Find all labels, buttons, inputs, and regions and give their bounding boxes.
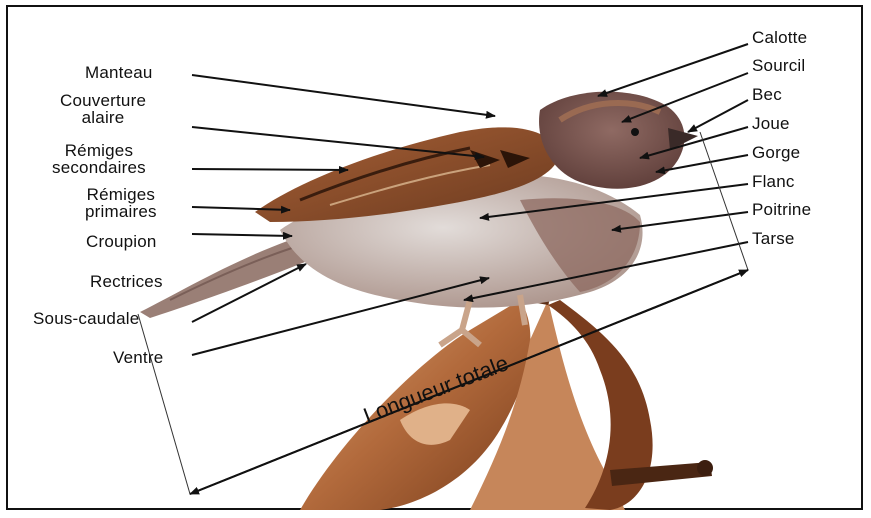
label-remiges-pri-line2: primaires xyxy=(85,203,157,220)
label-couverture-line1: Couverture xyxy=(60,92,146,109)
label-couverture-alaire: Couverture alaire xyxy=(60,92,146,126)
label-gorge: Gorge xyxy=(752,144,800,162)
leader-manteau xyxy=(192,75,495,116)
leader-remiges-secondaires xyxy=(192,169,348,170)
label-manteau: Manteau xyxy=(85,64,153,82)
label-ventre: Ventre xyxy=(113,349,163,367)
label-flanc: Flanc xyxy=(752,173,795,191)
label-calotte: Calotte xyxy=(752,29,807,47)
label-sourcil: Sourcil xyxy=(752,57,805,75)
label-tarse: Tarse xyxy=(752,230,795,248)
label-remiges-sec-line1: Rémiges xyxy=(52,142,146,159)
leader-calotte xyxy=(598,44,748,96)
label-couverture-line2: alaire xyxy=(60,109,146,126)
label-remiges-secondaires: Rémiges secondaires xyxy=(52,142,146,176)
label-rectrices: Rectrices xyxy=(90,273,163,291)
label-remiges-sec-line2: secondaires xyxy=(52,159,146,176)
label-sous-caudale: Sous-caudale xyxy=(33,310,139,328)
leader-croupion xyxy=(192,234,292,236)
leader-bec xyxy=(688,100,748,132)
label-remiges-pri-line1: Rémiges xyxy=(85,186,157,203)
label-croupion: Croupion xyxy=(86,233,157,251)
label-remiges-primaires: Rémiges primaires xyxy=(85,186,157,220)
label-joue: Joue xyxy=(752,115,790,133)
label-poitrine: Poitrine xyxy=(752,201,811,219)
label-bec: Bec xyxy=(752,86,782,104)
